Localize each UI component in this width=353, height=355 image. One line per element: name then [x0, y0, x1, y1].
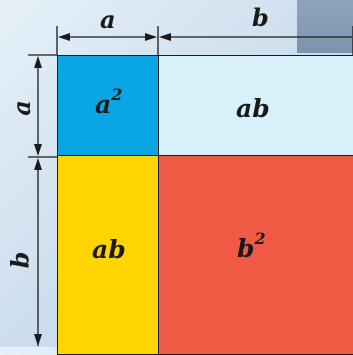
label-a-squared-exponent: 2 [111, 85, 123, 104]
label-ab-left: ab [92, 235, 126, 264]
label-a-squared-base: a [95, 90, 112, 119]
square-of-sum-diagram: a2 ab ab b2 [5, 3, 353, 355]
arrow-top-b-left [159, 33, 171, 41]
dimension-lines [28, 26, 353, 346]
arrow-left-b-bottom [34, 334, 42, 346]
cell-ab-top [158, 55, 353, 157]
cell-a-squared [57, 55, 160, 157]
label-b-squared-exponent: 2 [254, 229, 266, 248]
arrow-left-b-top [34, 158, 42, 170]
label-b-squared: b2 [237, 231, 266, 263]
dimension-label-left-a: a [6, 100, 36, 116]
arrow-left-a-bottom [34, 144, 42, 156]
cell-ab-left [57, 155, 160, 355]
dimension-label-top-b: b [252, 3, 269, 32]
dimension-label-left-b: b [5, 251, 35, 269]
arrow-top-a-right [145, 33, 157, 41]
dimension-label-top-a: a [100, 5, 116, 34]
label-b-squared-base: b [237, 234, 255, 263]
arrow-top-a-left [58, 33, 70, 41]
label-a-squared: a2 [95, 87, 122, 119]
cell-b-squared [158, 155, 353, 355]
label-ab-top: ab [236, 94, 270, 123]
corner-background-patch [297, 0, 353, 53]
arrow-left-a-top [34, 56, 42, 68]
